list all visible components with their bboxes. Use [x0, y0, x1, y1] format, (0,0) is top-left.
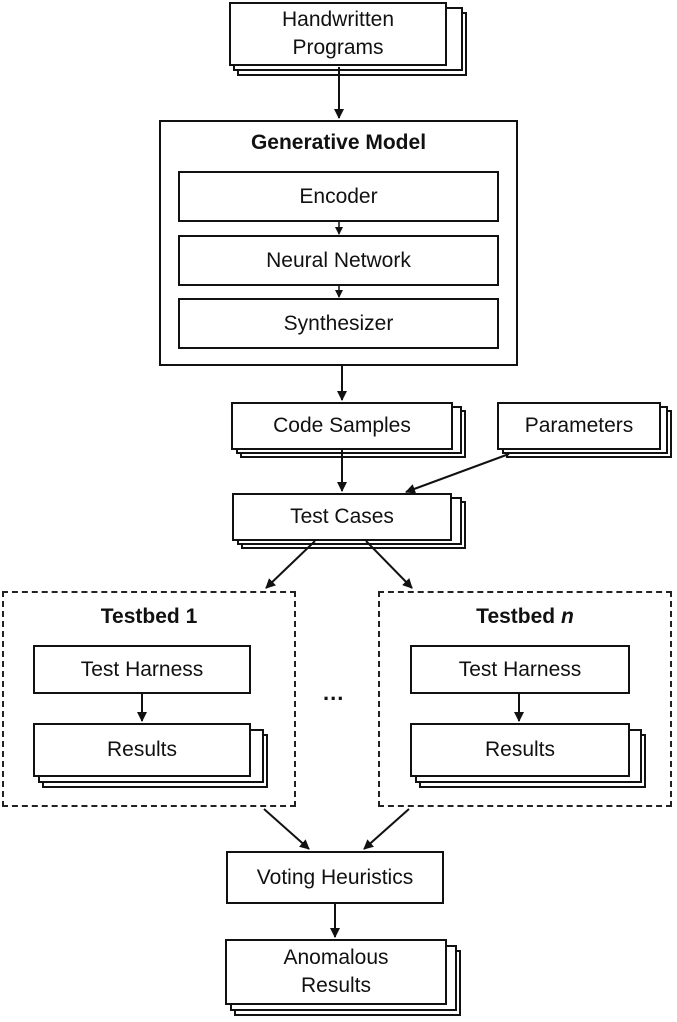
code-samples-node: Code Samples — [231, 402, 453, 450]
testbed-1-title-suffix: 1 — [185, 605, 198, 628]
anomalous-line-2: Results — [300, 974, 372, 997]
handwritten-line-2: Programs — [292, 36, 384, 59]
testbed-n-harness-node: Test Harness — [410, 645, 630, 694]
testbed-1-harness-node: Test Harness — [33, 645, 251, 694]
encoder-node: Encoder — [178, 171, 499, 222]
parameters-node: Parameters — [497, 402, 661, 450]
test-cases-node: Test Cases — [232, 493, 452, 541]
ellipsis-text: ... — [323, 680, 345, 705]
arrow-cases-to-testbed-n — [365, 540, 413, 589]
testbed-1-results-node: Results — [33, 723, 251, 777]
testbed-n-title: Testbed n — [378, 605, 672, 629]
synthesizer-node: Synthesizer — [178, 298, 499, 349]
anomalous-line-1: Anomalous — [283, 946, 389, 969]
testbed-n-title-suffix: n — [560, 605, 574, 628]
handwritten-line-1: Handwritten — [281, 8, 395, 31]
generative-model-title: Generative Model — [250, 131, 427, 154]
arrow-cases-to-testbed-1 — [265, 540, 316, 589]
testbed-1-title: Testbed 1 — [2, 605, 296, 629]
voting-heuristics-node: Voting Heuristics — [226, 851, 444, 904]
arrow-testbed-1-to-voting — [263, 808, 310, 850]
anomalous-results-node: Anomalous Results — [225, 939, 447, 1005]
arrow-parameters-to-cases — [405, 453, 510, 494]
arrow-testbed-n-to-voting — [363, 808, 410, 850]
handwritten-programs-node: Handwritten Programs — [229, 2, 447, 66]
neural-network-node: Neural Network — [178, 235, 499, 286]
testbed-n-title-prefix: Testbed — [476, 605, 556, 628]
testbed-n-results-node: Results — [410, 723, 630, 777]
testbed-1-title-prefix: Testbed — [100, 605, 180, 628]
